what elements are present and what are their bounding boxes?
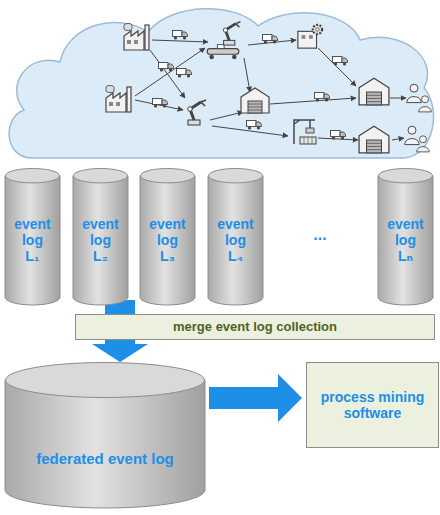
cylinder-body	[73, 176, 128, 305]
cylinder-body	[378, 176, 433, 305]
node-label: event log L₂	[82, 216, 119, 264]
merge-band: merge event log collection	[75, 314, 435, 340]
cylinder-top	[141, 169, 195, 183]
event-log-cylinder: event log L₂	[73, 168, 128, 305]
node-label: federated event log	[36, 450, 174, 467]
cylinder-body	[5, 380, 205, 508]
event-log-cylinder: event log Lₙ	[378, 168, 433, 305]
cylinder-top	[74, 169, 128, 183]
cloud-outline	[9, 9, 433, 158]
event-log-cylinder: event log L₄	[208, 168, 263, 305]
cylinder-top	[379, 169, 433, 183]
flow-arrow	[92, 340, 148, 362]
node-outline	[5, 362, 205, 508]
cylinder-top	[6, 363, 205, 398]
flow-arrow	[209, 374, 302, 422]
flow-lines	[135, 40, 406, 140]
node-label: event log L₁	[14, 216, 51, 264]
node-label: merge event log collection	[173, 320, 337, 335]
federated-log-cylinder: federated event log	[5, 362, 205, 508]
node-label: process mining software	[307, 389, 438, 421]
node-label: event log L₃	[149, 216, 186, 264]
software-box: process mining software	[306, 362, 439, 448]
cylinder-body	[5, 176, 60, 305]
cylinder-top	[209, 169, 263, 183]
event-log-cylinder: event log L₃	[140, 168, 195, 305]
cylinder-top	[6, 169, 60, 183]
event-log-cylinder: event log L₁	[5, 168, 60, 305]
cylinder-body	[208, 176, 263, 305]
node-label: event log L₄	[217, 216, 254, 264]
cylinder-body	[140, 176, 195, 305]
ellipsis-label: ...	[298, 226, 342, 244]
node-label: event log Lₙ	[387, 216, 424, 264]
